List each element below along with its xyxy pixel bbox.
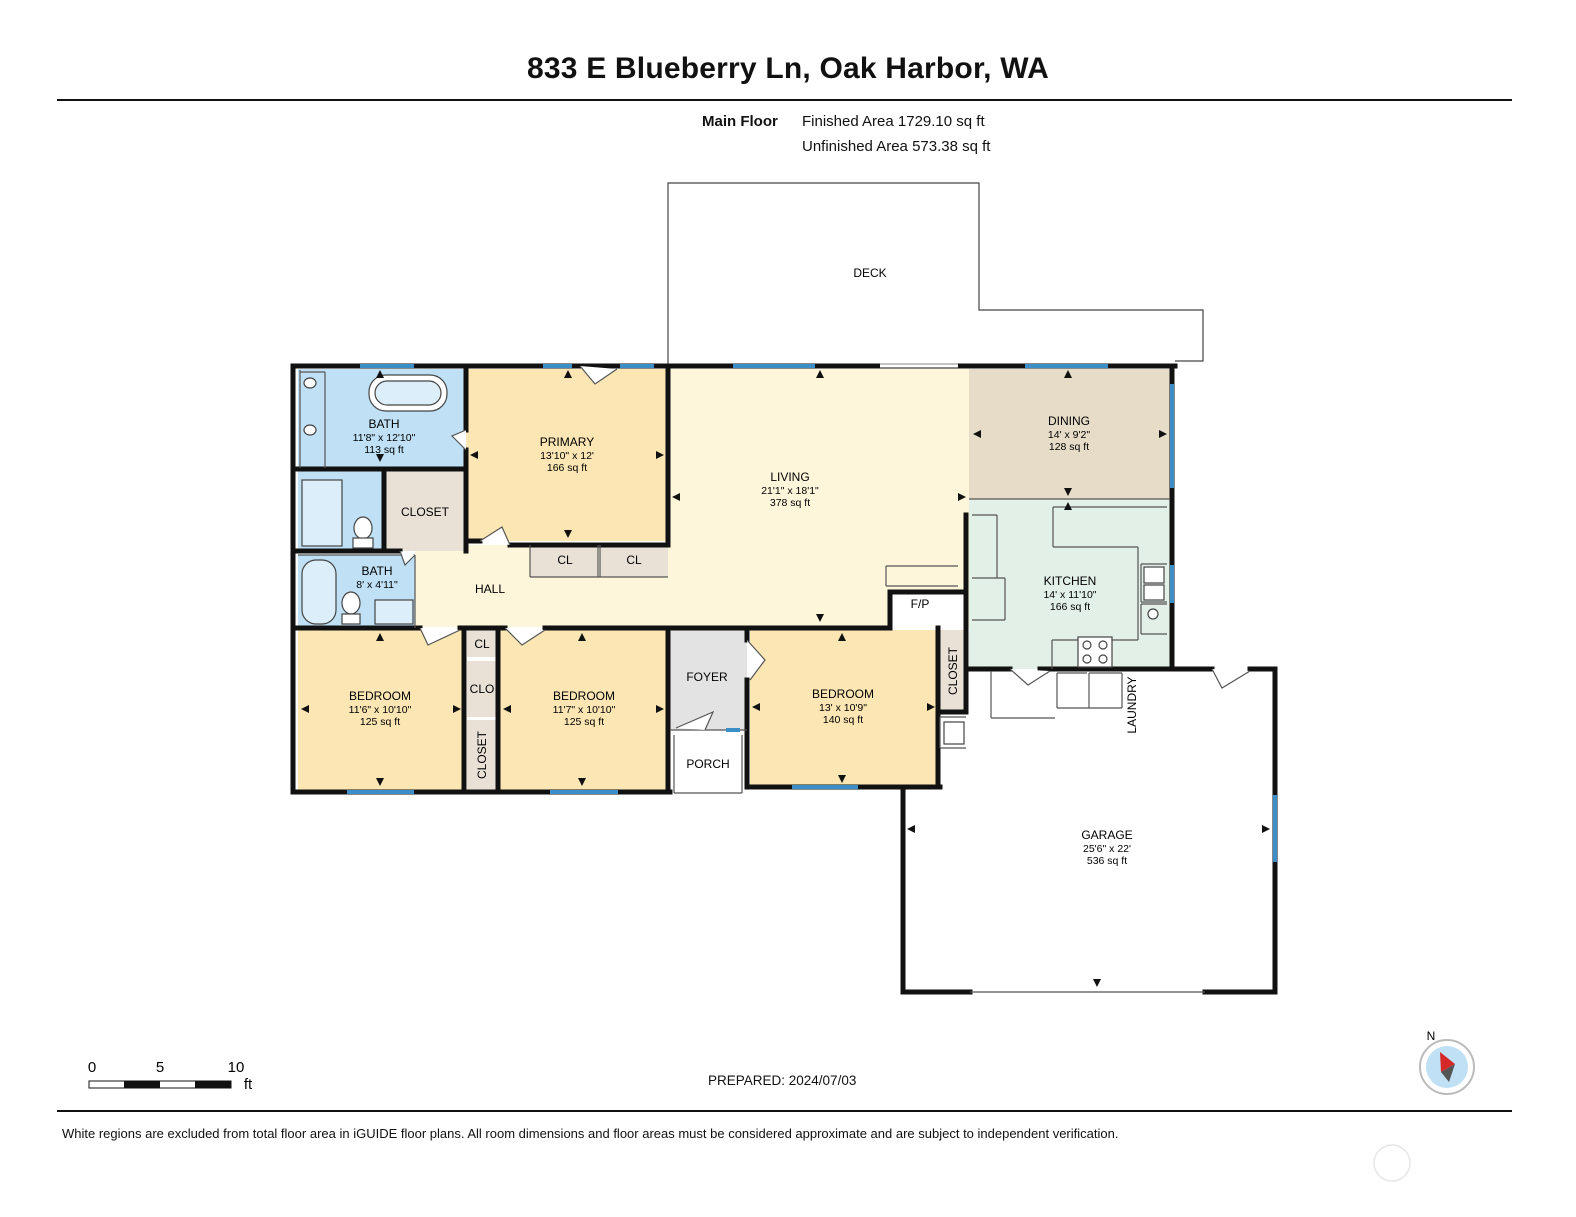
bedroom3-name: BEDROOM — [812, 687, 874, 701]
bedroom3-dims: 13' x 10'9" — [819, 702, 867, 714]
footer-divider — [57, 1110, 1512, 1112]
bath-main-area: 113 sq ft — [364, 444, 404, 456]
fixtures — [301, 374, 1165, 745]
primary-area: 166 sq ft — [547, 462, 587, 474]
disclaimer: White regions are excluded from total fl… — [62, 1126, 1119, 1141]
kitchen-area: 166 sq ft — [1050, 601, 1090, 613]
deck-outline — [667, 182, 1204, 366]
fp-name: F/P — [911, 597, 930, 611]
finished-area: Finished Area 1729.10 sq ft — [802, 113, 985, 130]
bath-main-name: BATH — [368, 417, 399, 431]
bath-hall-name: BATH — [361, 564, 392, 578]
door-swings — [399, 365, 1251, 731]
living-dims: 21'1" x 18'1" — [761, 485, 819, 497]
bedroom2-name: BEDROOM — [553, 689, 615, 703]
title-divider — [57, 99, 1512, 101]
foyer-name: FOYER — [686, 670, 728, 684]
cl3-name: CL — [474, 637, 490, 651]
bedroom1-area: 125 sq ft — [360, 716, 400, 728]
dining-dims: 14' x 9'2" — [1048, 429, 1090, 441]
bedroom1-name: BEDROOM — [349, 689, 411, 703]
prepared-date: PREPARED: 2024/07/03 — [708, 1073, 857, 1088]
dining-area: 128 sq ft — [1049, 441, 1089, 453]
bath-hall-dims: 8' x 4'11" — [356, 579, 398, 591]
bedroom2-area: 125 sq ft — [564, 716, 604, 728]
watermark-icon — [1373, 1144, 1411, 1182]
primary-fill — [466, 369, 668, 541]
plan-title: 833 E Blueberry Ln, Oak Harbor, WA — [527, 52, 1049, 85]
primary-name: PRIMARY — [540, 435, 594, 449]
deck-label: DECK — [853, 266, 886, 280]
foyer-fill — [668, 630, 747, 730]
closet-b3-name: CLOSET — [946, 646, 960, 695]
clo-fill — [467, 661, 498, 717]
fp-fill — [890, 592, 966, 627]
garage-dims: 25'6" x 22' — [1083, 843, 1131, 855]
primary-dims: 13'10" x 12' — [540, 450, 594, 462]
kitchen-name: KITCHEN — [1044, 574, 1097, 588]
living-name: LIVING — [770, 470, 809, 484]
bedroom3-fill — [750, 630, 938, 787]
scale-label-10: 10 — [228, 1059, 245, 1076]
scale-bar: 0 5 10 ft — [88, 1059, 253, 1093]
clo-name: CLO — [470, 682, 495, 696]
scale-unit: ft — [244, 1076, 253, 1093]
bedroom2-fill — [500, 630, 668, 790]
unfinished-area: Unfinished Area 573.38 sq ft — [802, 138, 991, 155]
living-area: 378 sq ft — [770, 497, 810, 509]
closet-b1-name: CLOSET — [475, 730, 489, 779]
dimension-arrows — [301, 370, 1270, 987]
hall-name: HALL — [475, 582, 505, 596]
cl2-name: CL — [626, 553, 642, 567]
cl3-fill — [467, 630, 498, 657]
garage-name: GARAGE — [1081, 828, 1132, 842]
closet-b3-fill — [938, 630, 966, 712]
cl2-fill — [600, 545, 668, 577]
cl1-name: CL — [557, 553, 573, 567]
compass-north-label: N — [1427, 1029, 1436, 1043]
dining-name: DINING — [1048, 414, 1090, 428]
scale-label-5: 5 — [156, 1059, 164, 1076]
bath-main-dims: 11'8" x 12'10" — [353, 432, 416, 444]
bedroom2-dims: 11'7" x 10'10" — [553, 704, 616, 716]
garage-area: 536 sq ft — [1087, 855, 1127, 867]
bedroom3-area: 140 sq ft — [823, 714, 863, 726]
dining-fill — [969, 369, 1170, 499]
scale-label-0: 0 — [88, 1059, 96, 1076]
bedroom1-fill — [298, 630, 464, 790]
closet-primary-name: CLOSET — [401, 505, 450, 519]
floor-label: Main Floor — [702, 113, 778, 130]
laundry-name: LAUNDRY — [1125, 676, 1139, 733]
closet-primary-fill — [384, 469, 466, 551]
bedroom1-dims: 11'6" x 10'10" — [349, 704, 412, 716]
compass-icon: N — [1419, 1029, 1475, 1095]
kitchen-fill — [969, 499, 1170, 669]
porch-name: PORCH — [686, 757, 729, 771]
windows — [347, 364, 1277, 862]
cl1-fill — [530, 545, 598, 577]
kitchen-dims: 14' x 11'10" — [1043, 589, 1096, 601]
closet-b1-fill — [467, 720, 498, 790]
